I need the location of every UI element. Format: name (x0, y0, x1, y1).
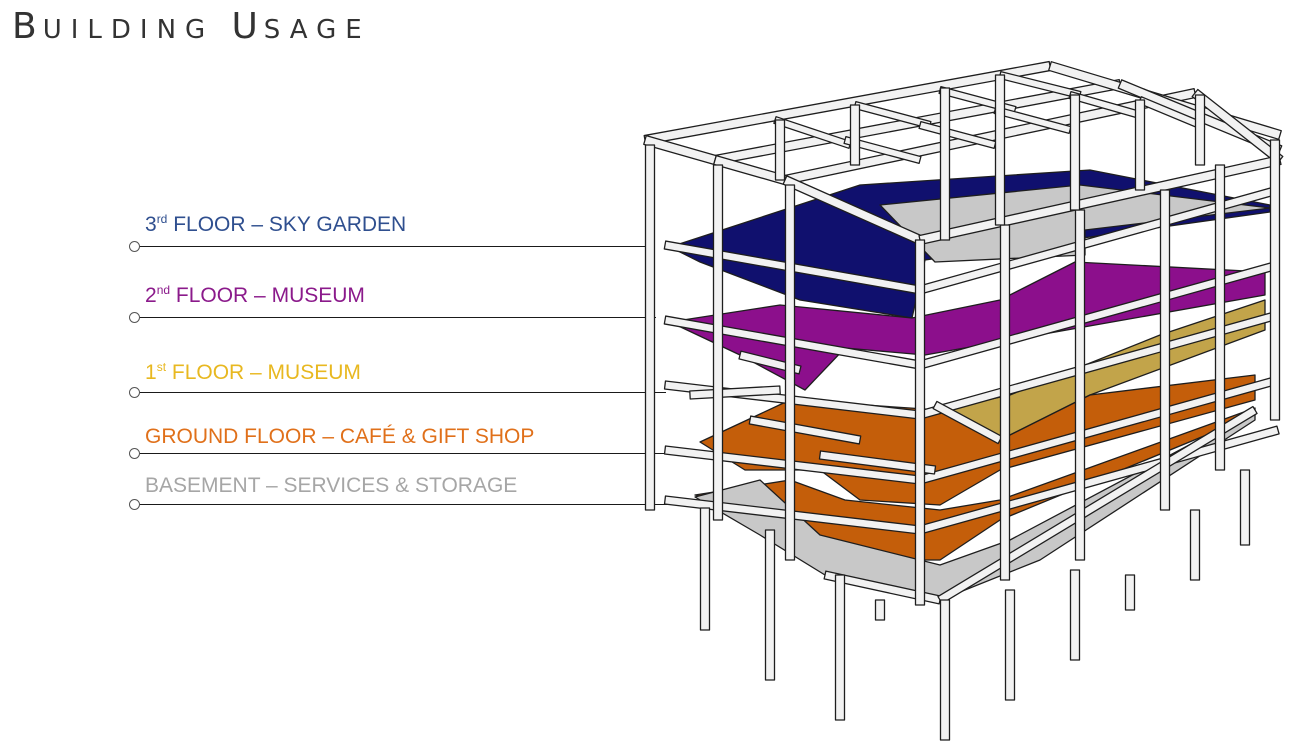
column (1074, 209, 1086, 561)
floor-edge-beam (937, 405, 1258, 605)
column (784, 184, 796, 561)
legend-third-floor-label: 3rd FLOOR – SKY GARDEN (145, 212, 407, 236)
leader-dot (129, 499, 140, 510)
leader-dot (129, 241, 140, 252)
roof-purlin (998, 70, 1082, 100)
column (874, 599, 886, 621)
legend-first-floor-label: 1st FLOOR – MUSEUM (145, 360, 361, 384)
column (834, 574, 846, 721)
column (1214, 164, 1226, 471)
leader-line (136, 453, 676, 454)
column (699, 507, 711, 631)
column (1194, 94, 1206, 166)
roof-beam (643, 60, 1052, 146)
legend-ground-floor-label: GROUND FLOOR – CAFÉ & GIFT SHOP (145, 425, 535, 448)
column (999, 224, 1011, 581)
column (644, 144, 656, 511)
column (1134, 99, 1146, 191)
leader-line (136, 317, 656, 318)
leader-line (136, 246, 646, 247)
leader-line (136, 392, 666, 393)
page-title: BUILDING USAGE (12, 6, 371, 47)
leader-dot (129, 387, 140, 398)
roof-purlin (853, 100, 932, 130)
floor-edge-beam (818, 450, 937, 475)
column (939, 599, 951, 741)
column (939, 87, 951, 241)
leader-line (136, 504, 684, 505)
legend-second-floor-label: 2nd FLOOR – MUSEUM (145, 283, 365, 307)
column (774, 119, 786, 181)
column (1124, 574, 1136, 611)
column (1069, 94, 1081, 211)
roof-purlin (843, 135, 922, 165)
column (849, 104, 861, 166)
column (994, 74, 1006, 226)
column (1189, 509, 1201, 581)
column (1004, 589, 1016, 701)
column (1239, 469, 1251, 546)
floor-edge-beam (689, 385, 781, 400)
leader-dot (129, 448, 140, 459)
roof-beam (1191, 88, 1284, 165)
column (914, 239, 926, 606)
column (1269, 139, 1281, 421)
column (712, 164, 724, 521)
legend-basement-label: BASEMENT – SERVICES & STORAGE (145, 474, 518, 497)
column (1159, 189, 1171, 511)
floor-edge-beam (748, 415, 862, 445)
leader-dot (129, 312, 140, 323)
column (764, 529, 776, 681)
column (1069, 569, 1081, 661)
